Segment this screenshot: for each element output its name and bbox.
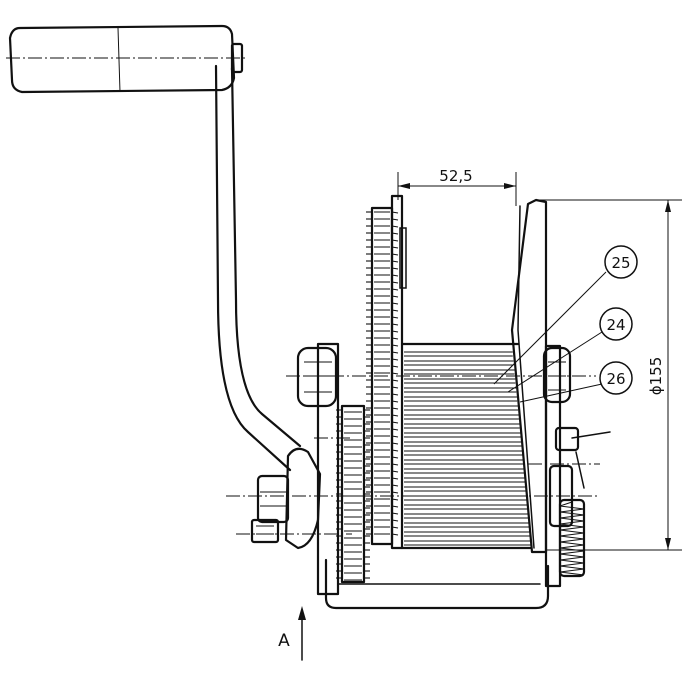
pinion-gear: [336, 404, 370, 584]
callout-25-balloon: 25: [604, 245, 638, 279]
dimension-width-label: 52,5: [439, 167, 472, 185]
drum-left-flange: [390, 194, 407, 550]
frame-left-plate: [296, 342, 340, 596]
crank-arm: [214, 64, 302, 472]
callout-24-balloon: 24: [599, 307, 633, 341]
drum-right-flange: [510, 198, 548, 554]
drum-barrel: [400, 342, 532, 550]
dimension-diameter-label: ϕ155: [647, 357, 665, 396]
brake-spring: [558, 498, 586, 578]
crank-hub-assembly: [250, 447, 322, 550]
base-plate: [324, 558, 550, 610]
callouts: 25 24 26: [493, 245, 638, 403]
shaft-center-lines: [226, 375, 600, 535]
view-marker-label: A: [278, 631, 290, 651]
crank-handle-grip: [6, 24, 246, 94]
callout-26-label: 26: [606, 370, 625, 388]
dimension-drum-diameter: ϕ155: [536, 199, 682, 551]
callout-25-label: 25: [611, 254, 630, 272]
callout-26-balloon: 26: [599, 361, 633, 395]
view-marker-a: A: [278, 606, 306, 661]
dimension-drum-width: 52,5: [397, 167, 517, 206]
callout-24-label: 24: [606, 316, 625, 334]
